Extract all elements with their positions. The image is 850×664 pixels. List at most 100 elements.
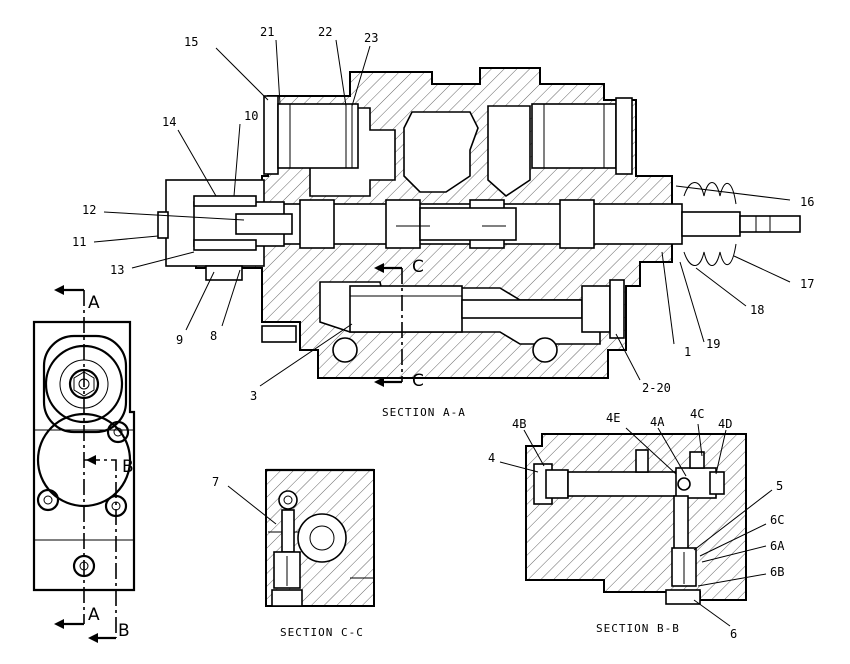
spool-land-2: [385, 199, 421, 249]
body-c-passage-inner: [309, 525, 335, 551]
cut-letter-a-bottom: A: [88, 605, 100, 625]
leader-7: [227, 485, 277, 525]
end-view-hex-nut: [73, 371, 95, 397]
callout-11: 11: [72, 235, 86, 249]
callout-19: 19: [706, 337, 720, 351]
body-c-stem: [281, 509, 295, 553]
leader-23: [351, 45, 371, 107]
leader-17: [733, 255, 791, 283]
b-plug-4b: [545, 469, 569, 499]
end-view-bolt-ml-inner: [43, 495, 53, 505]
lower-piston: [349, 285, 463, 333]
cut-letter-b-bottom: B: [118, 621, 130, 641]
port-circle-2: [532, 337, 558, 363]
b-plug-4a: [635, 449, 649, 473]
boot-bellows-bottom: [683, 243, 737, 266]
b-vertical-passage: [673, 495, 689, 557]
leader-4: [499, 461, 539, 473]
callout-15: 15: [184, 35, 198, 49]
section-c-c-view: 7 SECTION C-C: [212, 468, 375, 639]
leader-22: [335, 39, 347, 107]
leader-4d: [715, 429, 727, 475]
cut-arrowhead-b-bottom: [88, 633, 98, 643]
boot-bellows-top: [683, 182, 737, 205]
end-view-body: [32, 320, 136, 592]
leader-11: [93, 235, 159, 243]
plug-left: [277, 103, 359, 169]
lower-plug-cap: [609, 279, 625, 339]
port-circle-1: [332, 337, 358, 363]
leader-4e: [625, 427, 677, 475]
callout-10: 10: [244, 109, 258, 123]
cut-letter-c-top: C: [412, 257, 424, 277]
spring-stop: [205, 265, 243, 281]
end-view-bolt-ml: [36, 488, 60, 512]
cut-arrowhead-c-bottom: [374, 377, 384, 387]
leader-6: [693, 599, 731, 627]
end-view-bolt-ul-inner: [113, 427, 123, 437]
section-b-b-label: SECTION B-B: [596, 622, 680, 635]
leader-9: [185, 271, 215, 331]
leader-5: [693, 489, 773, 551]
leader-14: [177, 129, 217, 197]
passage-right: [487, 105, 531, 198]
section-a-a-label: SECTION A-A: [382, 406, 466, 419]
passage-center: [403, 111, 479, 193]
callout-13: 13: [110, 263, 124, 277]
callout-18: 18: [750, 303, 764, 317]
end-view: A A B B: [32, 285, 136, 643]
callout-23: 23: [364, 31, 378, 45]
callout-9: 9: [176, 333, 183, 347]
leader-4b: [523, 429, 545, 467]
b-relief-4c: [689, 451, 705, 469]
leader-8: [221, 269, 241, 327]
body-c-ball: [278, 490, 298, 510]
spring-housing-cap: [157, 211, 169, 239]
lower-plug: [581, 285, 611, 333]
spool-center-block: [419, 207, 517, 241]
callout-4e: 4E: [606, 411, 620, 425]
cut-letter-b-right: B: [122, 457, 134, 477]
leader-6a: [701, 545, 767, 563]
callout-6b: 6B: [770, 565, 784, 579]
section-a-a-view: C C 15 21 22 23 14 10 12 11 13 9 8 3 16: [72, 25, 814, 419]
leader-18: [695, 267, 747, 307]
callout-7: 7: [212, 475, 219, 489]
callout-22: 22: [318, 25, 332, 39]
b-relief-4d: [709, 471, 725, 495]
leader-16: [675, 185, 791, 201]
leader-15: [215, 47, 269, 101]
callout-4a: 4A: [650, 415, 665, 429]
leader-13: [131, 251, 195, 269]
cut-arrowhead-c-top: [374, 263, 384, 273]
callout-21: 21: [260, 25, 274, 39]
spool-shaft: [681, 211, 741, 237]
section-b-b-view: 4B 4 4E 4A 4C 4D 5 6C 6A 6B 6 SECTION B-…: [488, 407, 785, 641]
cut-letter-c-bottom: C: [412, 371, 424, 391]
section-c-c-label: SECTION C-C: [280, 626, 364, 639]
lower-boss: [261, 325, 297, 343]
leader-19: [679, 261, 705, 343]
callout-6a: 6A: [770, 539, 785, 553]
cut-letter-a-top: A: [88, 293, 100, 313]
leader-6c: [699, 523, 767, 557]
leader-2-20: [615, 333, 641, 381]
spool-land-4: [559, 199, 595, 249]
leader-4a: [657, 427, 687, 477]
callout-4: 4: [488, 451, 495, 465]
lower-rod: [461, 299, 583, 319]
b-relief-ball: [677, 477, 691, 491]
leader-3: [259, 323, 353, 387]
callout-16: 16: [800, 195, 814, 209]
callout-6: 6: [730, 627, 737, 641]
leader-6b: [697, 573, 767, 587]
callout-14: 14: [162, 115, 176, 129]
body-c-ball-inner: [283, 495, 293, 505]
spring-washer-top: [193, 195, 257, 207]
cut-arrowhead-a-bottom: [54, 619, 64, 629]
leader-1: [661, 251, 675, 345]
body-c-passage-outer: [297, 513, 347, 563]
plug-right: [531, 103, 617, 169]
spring-washer-bottom: [193, 239, 257, 251]
